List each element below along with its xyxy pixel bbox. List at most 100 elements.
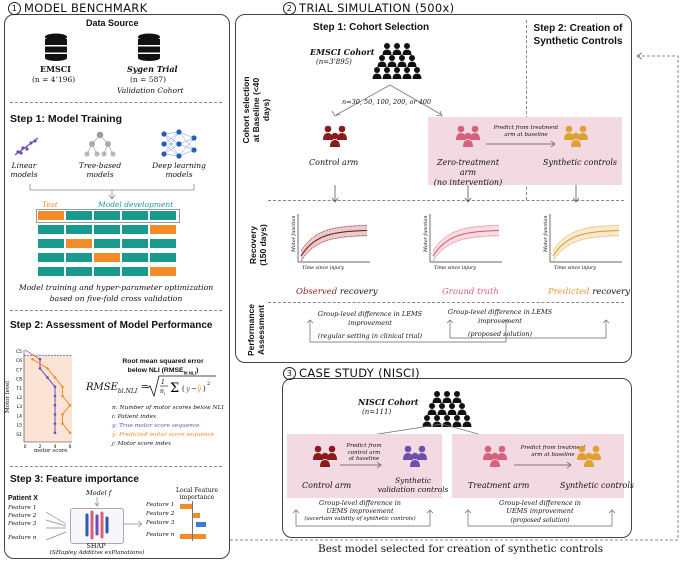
- crowd-body: [452, 421, 462, 427]
- shap-label: SHAP: [86, 542, 106, 550]
- crowd-head: [434, 415, 440, 421]
- crowd-head: [394, 43, 400, 49]
- upper-bound: [300, 225, 368, 252]
- mean-curve: [552, 229, 620, 257]
- lems-brackets: [306, 319, 610, 343]
- emsci-cohort-crowd: [372, 42, 422, 90]
- input-feature: Feature 1: [8, 505, 37, 511]
- pred-score-point: [61, 422, 64, 425]
- person-body: [564, 133, 574, 140]
- person-body: [417, 453, 427, 460]
- linear-models-label: Linear models: [10, 161, 38, 179]
- cv-cell: [122, 253, 148, 262]
- crowd-head: [404, 67, 410, 73]
- crowd-body: [452, 397, 462, 403]
- patient-label: Patient X: [8, 495, 38, 502]
- level-tick: L4: [17, 413, 23, 419]
- divider: [268, 302, 624, 303]
- emsci-count: (n = 4’196): [32, 75, 76, 84]
- cv-cell: [94, 239, 120, 248]
- score-tick: 0: [24, 444, 27, 450]
- bracket-connector: [29, 184, 195, 200]
- divider: [10, 102, 222, 103]
- person-body: [456, 133, 466, 140]
- deep-models-label: Deep learning models: [152, 161, 206, 179]
- pred-score-point: [46, 367, 49, 370]
- zero-arm-icon: [456, 125, 480, 147]
- person-body: [320, 460, 330, 467]
- rmse-title: Root mean squared error below NLI (RMSEb…: [122, 358, 204, 376]
- person-head: [585, 452, 593, 460]
- true-score-point: [38, 357, 42, 361]
- svg-text:y: y: [185, 385, 191, 393]
- trial-step1-heading: Step 1: Cohort Selection: [313, 22, 430, 33]
- crowd-icon: [422, 391, 472, 427]
- local-importance-bar: [180, 504, 192, 509]
- step2-heading: Step 2: Assessment of Model Performance: [10, 320, 213, 331]
- crowd-icon: [372, 43, 422, 79]
- input-feature: Feature n: [8, 535, 37, 541]
- sample-sizes-label: n=30, 50, 100, 200, or 400: [342, 98, 432, 106]
- shap-icon: [85, 510, 109, 540]
- case-synthetic-controls-label: Synthetic controls: [560, 481, 635, 490]
- cv-cell: [94, 225, 120, 234]
- level-tick: C7: [16, 367, 22, 373]
- level-tick: L2: [17, 395, 23, 401]
- trial-predict-note: Predict from treatment arm at baseline: [493, 125, 559, 138]
- linear-model-icon: [14, 137, 39, 156]
- control-arm-label: Control arm: [309, 158, 359, 167]
- predicted-recovery-label: Predicted recovery: [548, 287, 630, 297]
- true-score-point: [38, 367, 42, 370]
- cv-cell: [66, 253, 92, 262]
- crowd-body: [377, 61, 387, 67]
- cv-cell: [150, 253, 176, 262]
- control-arm-icon: [323, 125, 347, 147]
- cv-cell: [150, 225, 176, 234]
- cv-cell: [122, 225, 148, 234]
- local-importance-title: Local Feature importance: [175, 487, 219, 501]
- sygen-database-icon: [138, 33, 160, 61]
- local-importance-bar: [180, 534, 206, 539]
- synthetic-controls-label: Synthetic controls: [543, 158, 618, 167]
- dev-label: Model development: [98, 200, 174, 209]
- level-tick: L3: [17, 404, 23, 410]
- person-body: [577, 453, 587, 460]
- pred-score-point: [31, 357, 34, 361]
- person-head: [457, 125, 465, 133]
- crowd-head: [459, 403, 465, 409]
- observed-recovery-label: Observed recovery: [296, 287, 378, 297]
- crowd-body: [387, 61, 397, 67]
- rmse-formula: RMSEbl.NLI =: [86, 382, 149, 395]
- sygen-count: (n = 587): [130, 75, 167, 84]
- level-tick: C8: [16, 377, 22, 383]
- crowd-body: [407, 61, 417, 67]
- person-body: [410, 460, 420, 467]
- pred-score-point: [61, 413, 64, 416]
- lems-proposed-label: Group-level difference in LEMS improveme…: [447, 308, 553, 325]
- tree-models-label: Tree-based models: [78, 161, 122, 179]
- time-axis-label: Time since injury: [434, 265, 476, 271]
- rmse-definition: ŷ: Predicted motor score sequence: [112, 432, 215, 438]
- motor-score-axis-label: motor score: [34, 448, 68, 454]
- cv-cell: [122, 211, 148, 220]
- crowd-body: [447, 409, 457, 415]
- motor-function-axis-label: Motor function: [423, 215, 429, 253]
- cv-cell: [150, 239, 176, 248]
- local-feature: Feature 2: [146, 511, 175, 517]
- crowd-body: [392, 49, 402, 55]
- upper-bound: [432, 225, 500, 252]
- person-head: [498, 445, 506, 453]
- rmse-definition: j: Motor score index: [112, 441, 172, 447]
- emsci-cohort-label: EMSCI Cohort: [310, 47, 375, 57]
- person-body: [463, 140, 473, 147]
- person-body: [403, 453, 413, 460]
- cv-cell: [150, 267, 176, 276]
- nisci-cohort-n: (n=111): [362, 408, 392, 416]
- divider: [268, 200, 624, 201]
- confidence-band: [433, 224, 499, 262]
- step3-heading: Step 3: Feature importance: [10, 474, 139, 485]
- lower-bound: [300, 235, 368, 262]
